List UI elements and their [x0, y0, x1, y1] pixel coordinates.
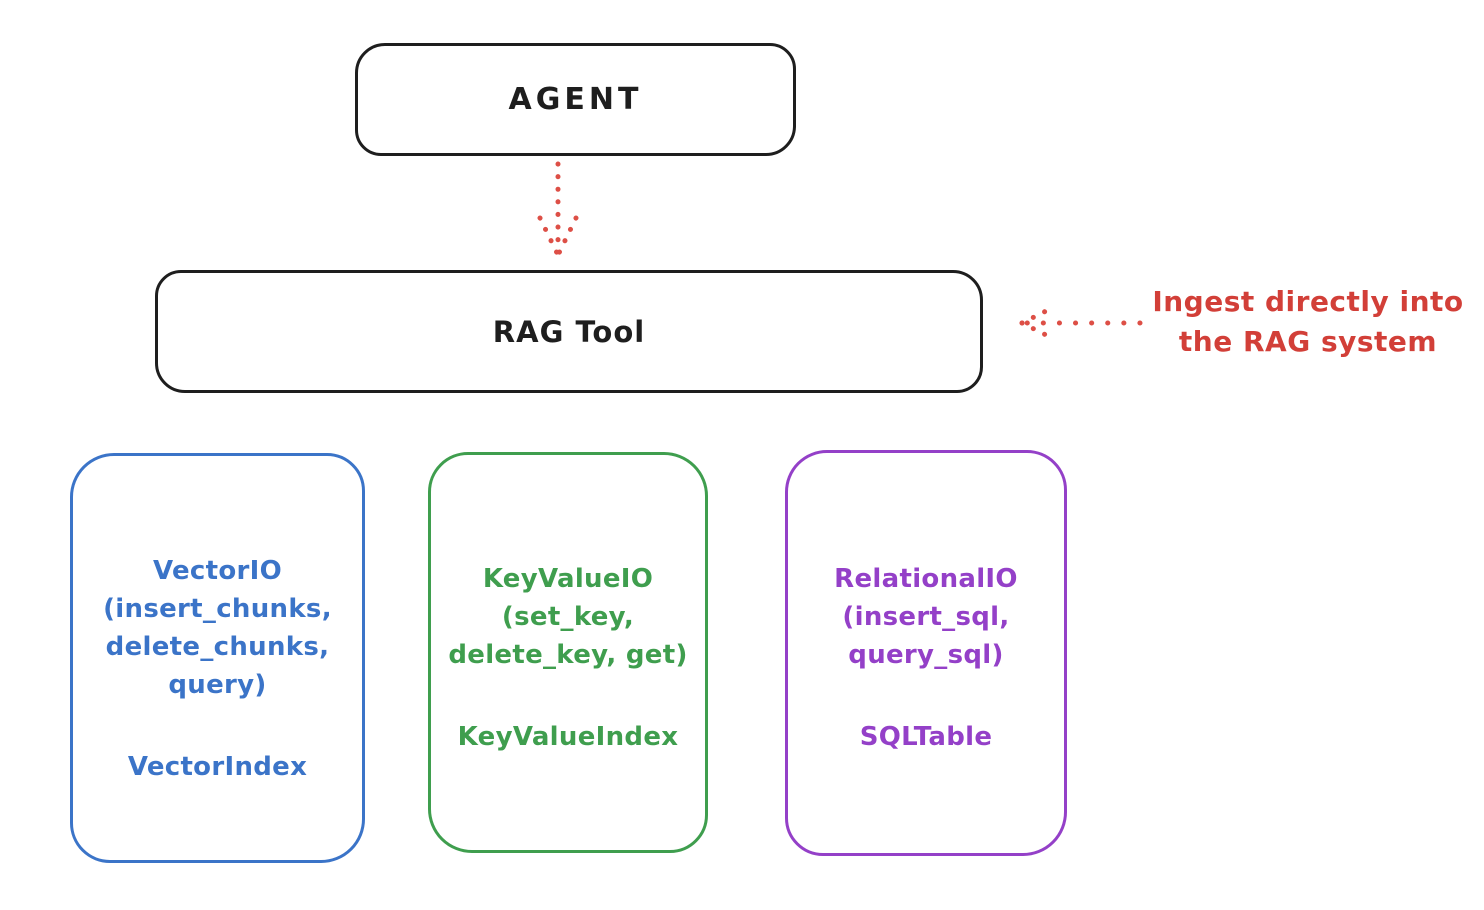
agent-label: AGENT: [508, 82, 643, 117]
keyvalue-io-title: KeyValueIO: [482, 564, 654, 594]
keyvalue-io-methods-line: (set_key,: [501, 602, 635, 632]
dotted-left-arrow-icon: [1019, 306, 1143, 340]
rag-tool-box: RAG Tool: [155, 270, 983, 393]
vector-io-title: VectorIO: [152, 556, 283, 586]
sql-table-label: SQLTable: [859, 722, 993, 752]
vector-io-methods-line: delete_chunks,: [105, 632, 330, 662]
ingest-annotation-line2: the RAG system: [1178, 325, 1438, 358]
vector-io-methods-line: query): [168, 670, 267, 700]
agent-box: AGENT: [355, 43, 796, 156]
dotted-down-arrow-icon: [537, 161, 579, 256]
rag-tool-label: RAG Tool: [492, 314, 646, 349]
vector-io-methods-line: (insert_chunks,: [103, 594, 332, 624]
relational-io-methods-line: (insert_sql,: [842, 602, 1010, 632]
keyvalue-io-box: KeyValueIO (set_key, delete_key, get) Ke…: [428, 452, 708, 853]
relational-io-methods-line: query_sql): [848, 640, 1004, 670]
vector-index-label: VectorIndex: [127, 752, 308, 782]
relational-io-title: RelationalIO: [834, 564, 1018, 594]
ingest-annotation-line1: Ingest directly into: [1152, 285, 1464, 318]
ingest-annotation: Ingest directly into the RAG system: [1138, 282, 1478, 362]
keyvalue-io-methods-line: delete_key, get): [448, 640, 688, 670]
vector-io-box: VectorIO (insert_chunks, delete_chunks, …: [70, 453, 365, 863]
relational-io-box: RelationalIO (insert_sql, query_sql) SQL…: [785, 450, 1067, 856]
keyvalue-index-label: KeyValueIndex: [457, 722, 679, 752]
